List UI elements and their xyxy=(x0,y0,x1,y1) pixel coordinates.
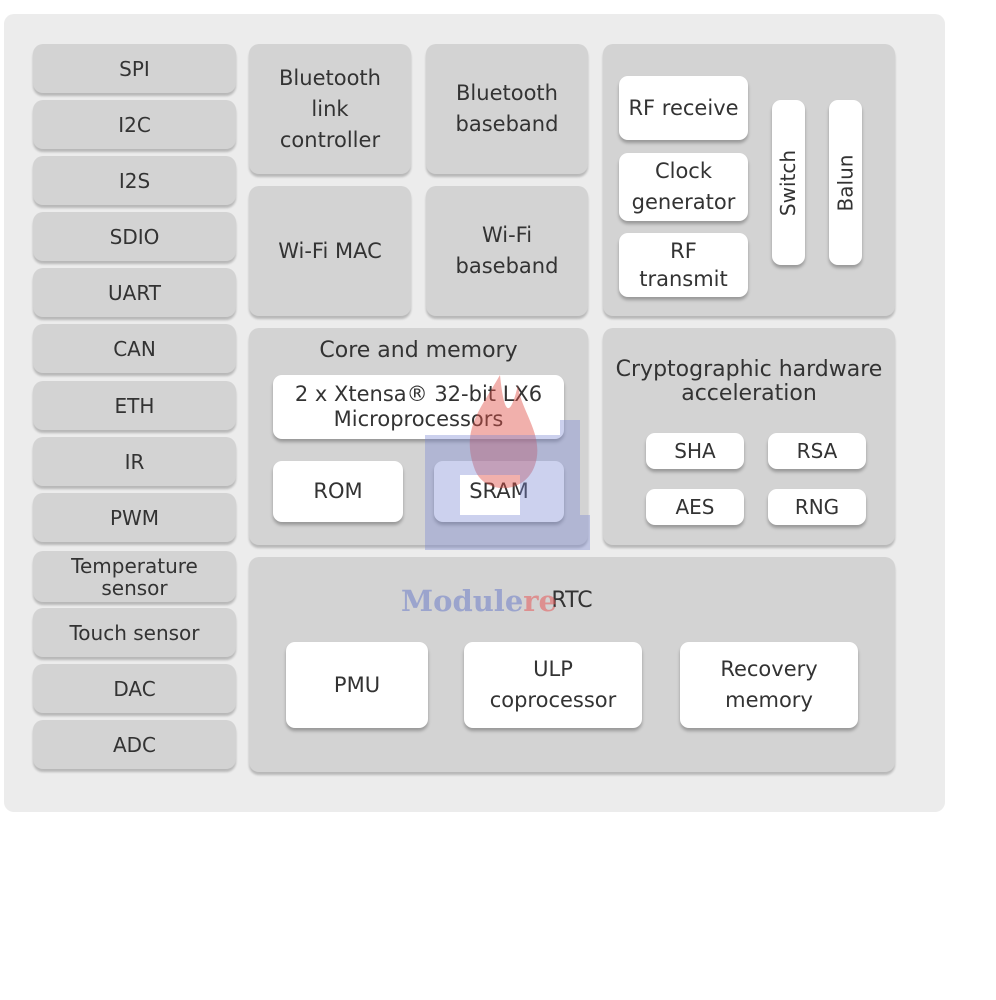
interface-label: Temperature sensor xyxy=(71,553,198,600)
ulp-coprocessor: ULP coprocessor xyxy=(464,642,642,728)
rf-receive-label: RF receive xyxy=(628,95,739,120)
switch-label: Switch xyxy=(776,149,801,216)
bluetooth-link-controller-label: Bluetooth link controller xyxy=(279,65,381,152)
bluetooth-baseband: Bluetooth baseband xyxy=(426,44,588,174)
pmu-label: PMU xyxy=(333,672,381,697)
interface-uart: UART xyxy=(33,268,236,317)
rom: ROM xyxy=(273,461,403,522)
rom-label: ROM xyxy=(313,479,363,503)
interface-temperature-sensor: Temperature sensor xyxy=(33,551,236,602)
recovery-memory: Recovery memory xyxy=(680,642,858,728)
clock-generator-label: Clock generator xyxy=(631,159,736,214)
core-and-memory-title: Core and memory xyxy=(319,338,518,363)
interface-label: I2S xyxy=(118,168,151,193)
interface-adc: ADC xyxy=(33,720,236,769)
interface-touch-sensor: Touch sensor xyxy=(33,608,236,657)
interface-label: SPI xyxy=(119,56,150,81)
interface-spi: SPI xyxy=(33,44,236,93)
recovery-memory-label: Recovery memory xyxy=(720,657,818,712)
interface-label: PWM xyxy=(109,505,160,530)
interface-i2c: I2C xyxy=(33,100,236,149)
interface-pwm: PWM xyxy=(33,493,236,542)
sha-label: SHA xyxy=(674,439,716,463)
aes: AES xyxy=(646,489,744,525)
interface-i2s: I2S xyxy=(33,156,236,205)
interface-sdio: SDIO xyxy=(33,212,236,261)
interface-label: UART xyxy=(108,280,161,305)
sram: SRAM xyxy=(434,461,564,522)
interface-label: I2C xyxy=(118,112,151,137)
interface-ir: IR xyxy=(33,437,236,486)
interface-label: DAC xyxy=(113,676,156,701)
bluetooth-baseband-label: Bluetooth baseband xyxy=(455,81,559,136)
interface-label: ETH xyxy=(114,393,155,418)
sha: SHA xyxy=(646,433,744,469)
interface-label: SDIO xyxy=(109,224,160,249)
interface-label: IR xyxy=(124,449,145,474)
wifi-baseband-label: Wi-Fi baseband xyxy=(455,223,559,278)
rtc-title: RTC xyxy=(551,588,593,613)
pmu: PMU xyxy=(286,642,428,728)
crypto-title: Cryptographic hardware acceleration xyxy=(615,357,883,406)
aes-label: AES xyxy=(675,495,715,519)
rf-transmit-label: RF transmit xyxy=(639,239,728,291)
ulp-coprocessor-label: ULP coprocessor xyxy=(489,657,617,712)
interface-can: CAN xyxy=(33,324,236,373)
wifi-mac-label: Wi-Fi MAC xyxy=(278,238,382,263)
interface-label: Touch sensor xyxy=(69,620,200,645)
cpu-label: 2 x Xtensa® 32-bit LX6 Microprocessors xyxy=(294,382,543,431)
switch: Switch xyxy=(772,100,805,265)
interface-label: ADC xyxy=(112,732,157,757)
balun-label: Balun xyxy=(833,154,858,211)
sram-label: SRAM xyxy=(469,479,529,503)
rsa: RSA xyxy=(768,433,866,469)
interface-label: CAN xyxy=(113,336,156,361)
interface-eth: ETH xyxy=(33,381,236,430)
rsa-label: RSA xyxy=(796,439,838,463)
balun: Balun xyxy=(829,100,862,265)
wifi-baseband: Wi-Fi baseband xyxy=(426,186,588,316)
rf-receive: RF receive xyxy=(619,76,748,140)
cpu-block: 2 x Xtensa® 32-bit LX6 Microprocessors xyxy=(273,375,564,439)
interface-dac: DAC xyxy=(33,664,236,713)
bluetooth-link-controller: Bluetooth link controller xyxy=(249,44,411,174)
rf-transmit: RF transmit xyxy=(619,233,748,297)
rng-label: RNG xyxy=(794,495,840,519)
wifi-mac: Wi-Fi MAC xyxy=(249,186,411,316)
clock-generator: Clock generator xyxy=(619,153,748,221)
rng: RNG xyxy=(768,489,866,525)
